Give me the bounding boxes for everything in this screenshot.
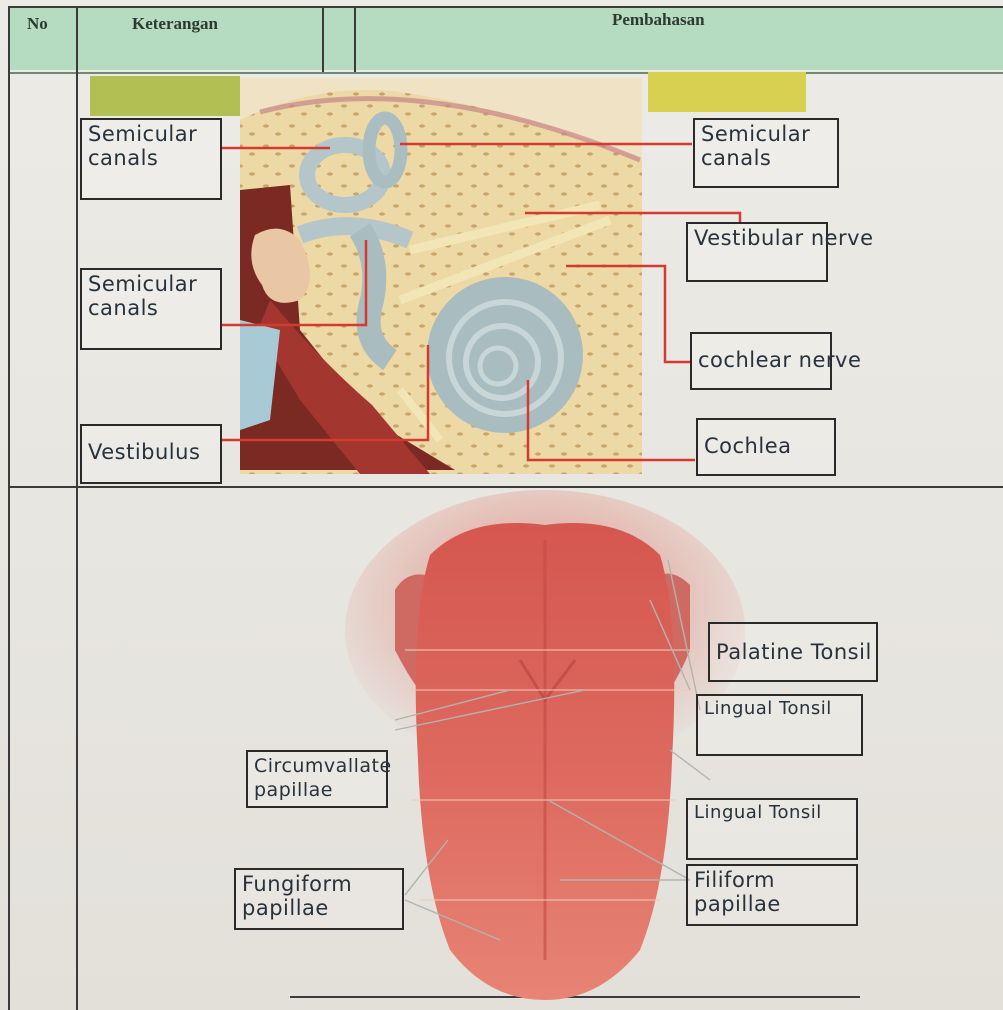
label-palatine-tonsil: Palatine Tonsil xyxy=(708,622,878,682)
label-lingual-tonsil-top: Lingual Tonsil xyxy=(696,694,863,756)
label-lingual-tonsil-bottom: Lingual Tonsil xyxy=(686,798,858,860)
label-fungiform-papillae: Fungiform papillae xyxy=(234,868,404,930)
label-filiform-papillae: Filiform papillae xyxy=(686,864,858,926)
label-circumvallate-papillae: Circumvallate papillae xyxy=(246,750,388,808)
